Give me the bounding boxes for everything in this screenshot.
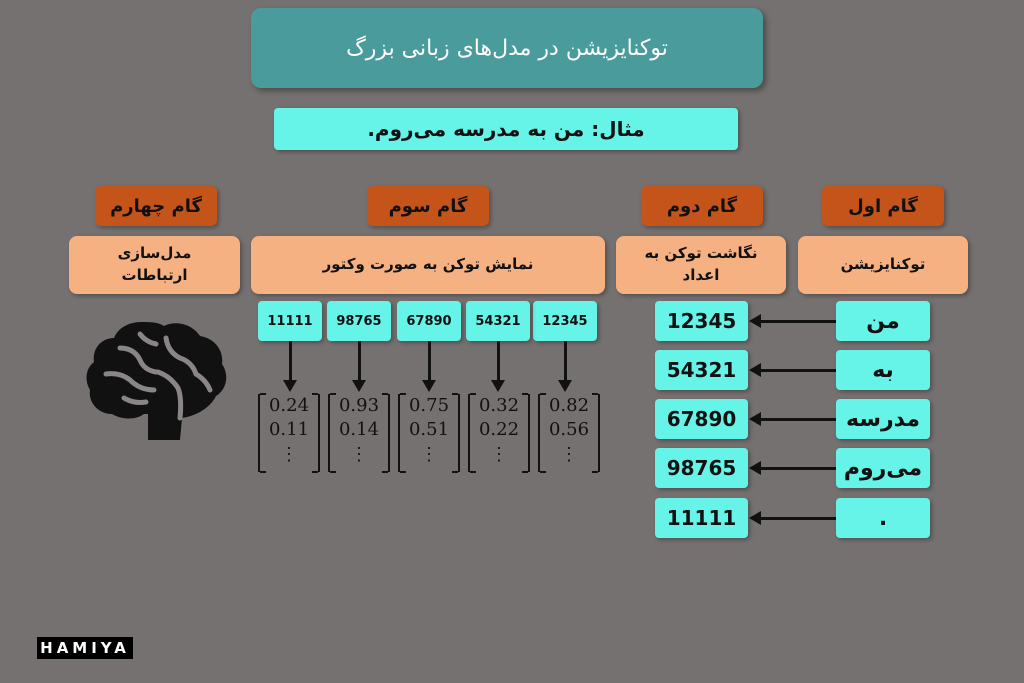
vector-arrow-3 <box>422 341 436 392</box>
step-4-desc-line1: مدل‌سازی <box>117 244 192 263</box>
vector-4: 0.93 0.14 ⋮ <box>328 393 390 473</box>
vector-3-v2: 0.51 <box>408 419 450 441</box>
vector-arrow-4 <box>352 341 366 392</box>
hamiya-logo: HAMIYA <box>37 637 133 659</box>
map-arrow-4 <box>749 461 836 475</box>
token-word-5: . <box>836 498 930 538</box>
token-id-4: 98765 <box>655 448 748 488</box>
vector-2: 0.32 0.22 ⋮ <box>468 393 530 473</box>
step-3-desc: نمایش توکن به صورت وکتور <box>251 236 605 294</box>
vector-1: 0.82 0.56 ⋮ <box>538 393 600 473</box>
map-arrow-2 <box>749 363 836 377</box>
vector-3-v3: ⋮ <box>420 443 438 465</box>
step-2-desc-line1: نگاشت توکن به <box>644 244 758 263</box>
token-id-3: 67890 <box>655 399 748 439</box>
step-2-label: گام دوم <box>641 186 763 226</box>
token-word-2: به <box>836 350 930 390</box>
token-word-3: مدرسه <box>836 399 930 439</box>
vector-5-v3: ⋮ <box>280 443 298 465</box>
diagram-title: توکنایزیشن در مدل‌های زبانی بزرگ <box>251 8 763 88</box>
vector-2-v1: 0.32 <box>478 395 520 416</box>
vector-arrow-5 <box>283 341 297 392</box>
map-arrow-1 <box>749 314 836 328</box>
step-2-desc: نگاشت توکن به اعداد <box>616 236 786 294</box>
vector-4-v1: 0.93 <box>338 395 380 416</box>
example-sentence: مثال: من به مدرسه می‌روم. <box>274 108 738 150</box>
step-4-label: گام چهارم <box>95 186 217 226</box>
token-id-2: 54321 <box>655 350 748 390</box>
vector-5-v1: 0.24 <box>268 395 310 416</box>
vector-5: 0.24 0.11 ⋮ <box>258 393 320 473</box>
vector-5-v2: 0.11 <box>268 419 310 441</box>
vector-1-v2: 0.56 <box>548 419 590 441</box>
token-id-5: 11111 <box>655 498 748 538</box>
vector-2-v3: ⋮ <box>490 443 508 465</box>
vector-3: 0.75 0.51 ⋮ <box>398 393 460 473</box>
step-1-label: گام اول <box>822 186 944 226</box>
vector-id-1: 12345 <box>533 301 597 341</box>
vector-4-v3: ⋮ <box>350 443 368 465</box>
vector-id-2: 54321 <box>466 301 530 341</box>
step-3-label: گام سوم <box>367 186 489 226</box>
vector-arrow-1 <box>558 341 572 392</box>
vector-3-v1: 0.75 <box>408 395 450 416</box>
step-1-desc: توکنایزیشن <box>798 236 968 294</box>
map-arrow-3 <box>749 412 836 426</box>
vector-1-v1: 0.82 <box>548 395 590 416</box>
step-4-desc-line2: ارتباطات <box>121 266 188 284</box>
map-arrow-5 <box>749 511 836 525</box>
brain-icon <box>86 322 227 440</box>
vector-4-v2: 0.14 <box>338 419 380 441</box>
vector-id-4: 98765 <box>327 301 391 341</box>
vector-2-v2: 0.22 <box>478 419 520 441</box>
step-4-desc: مدل‌سازی ارتباطات <box>69 236 240 294</box>
token-word-4: می‌روم <box>836 448 930 488</box>
token-id-1: 12345 <box>655 301 748 341</box>
vector-1-v3: ⋮ <box>560 443 578 465</box>
vector-id-5: 11111 <box>258 301 322 341</box>
token-word-1: من <box>836 301 930 341</box>
vector-arrow-2 <box>491 341 505 392</box>
step-2-desc-line2: اعداد <box>682 266 720 284</box>
vector-id-3: 67890 <box>397 301 461 341</box>
